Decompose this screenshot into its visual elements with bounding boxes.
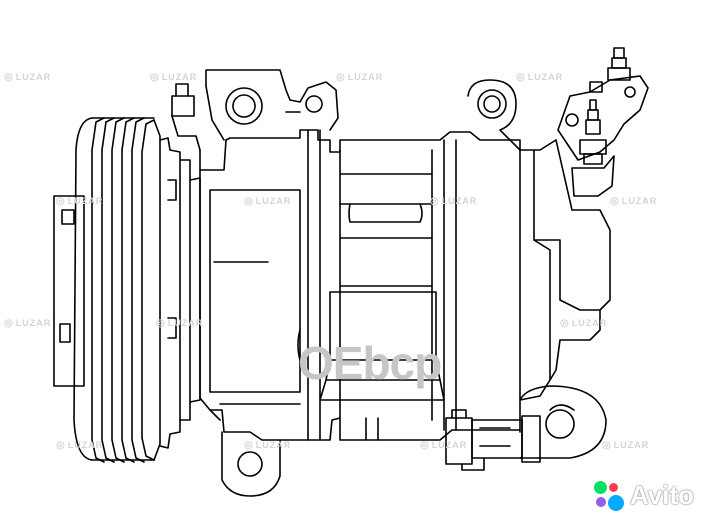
watermark-logo: LUZAR (244, 196, 291, 207)
watermark-logo: LUZAR (56, 440, 103, 451)
watermark-logo: LUZAR (420, 440, 467, 451)
watermark-logo: LUZAR (156, 318, 203, 329)
compressor-body (171, 69, 521, 441)
rear-housing (519, 139, 611, 459)
watermark-logo: LUZAR (610, 196, 657, 207)
watermark-logo: LUZAR (150, 72, 197, 83)
watermark-logo: LUZAR (336, 72, 383, 83)
watermark-logo: LUZAR (4, 318, 51, 329)
avito-logo-icon (593, 480, 624, 511)
watermark-logo: LUZAR (430, 196, 477, 207)
watermark-logo: LUZAR (560, 318, 607, 329)
pulley (53, 117, 161, 463)
watermark-logo: LUZAR (516, 72, 563, 83)
watermark-logo: LUZAR (602, 440, 649, 451)
watermark-logo: LUZAR (4, 72, 51, 83)
avito-badge: Avito (593, 480, 694, 511)
electrical-connector (445, 409, 541, 471)
cylinder-block (297, 129, 457, 441)
bottom-mount (209, 409, 281, 497)
service-ports (557, 47, 649, 197)
center-watermark: OEbcp (298, 337, 442, 389)
watermark-logo: LUZAR (56, 196, 103, 207)
avito-label: Avito (629, 480, 694, 510)
clutch-housing (159, 137, 201, 449)
watermark-logo: LUZAR (244, 440, 291, 451)
